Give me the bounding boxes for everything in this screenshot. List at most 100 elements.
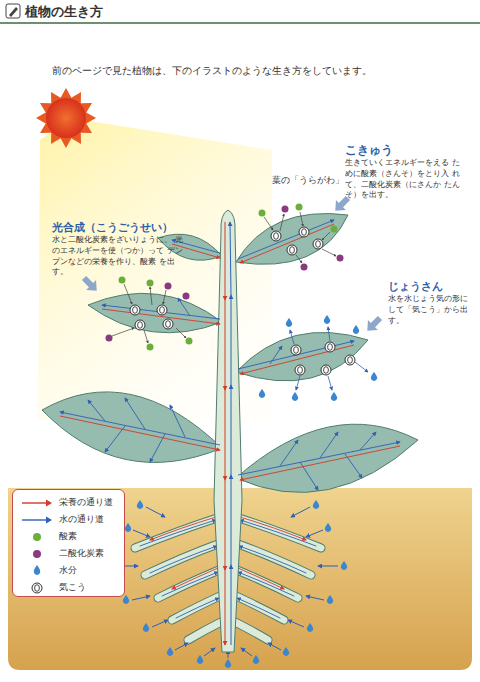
transpiration-water xyxy=(331,392,337,401)
roots xyxy=(237,570,298,598)
roots xyxy=(158,570,219,598)
legend-line xyxy=(22,502,48,503)
leaf-veins xyxy=(238,341,354,369)
soil-water xyxy=(123,595,129,604)
roots xyxy=(188,622,221,640)
roots xyxy=(238,568,284,589)
callout-body: 水を水じょう気の形に して「気こう」から出す。 xyxy=(388,294,476,326)
respiration-gas xyxy=(300,212,303,226)
roots xyxy=(240,517,306,540)
soil-water xyxy=(253,655,259,664)
roots xyxy=(239,518,321,548)
callout-arrows xyxy=(362,313,385,336)
leaf-veins xyxy=(320,432,338,458)
transpiration-water xyxy=(355,362,368,372)
soil-water xyxy=(132,596,150,600)
legend-text: 二酸化炭素 xyxy=(59,548,104,560)
legend-stoma xyxy=(35,585,40,592)
roots xyxy=(237,598,280,618)
transpiration-water xyxy=(324,315,330,324)
legend-line xyxy=(22,519,48,520)
leaf-underside-label: 葉の「うらがわ」 xyxy=(272,175,352,186)
transpiration-water xyxy=(345,355,355,365)
photosynthesis-gas xyxy=(124,284,132,304)
legend-row: 気こう xyxy=(13,580,124,596)
respiration-gas xyxy=(259,204,344,271)
respiration-gas xyxy=(299,227,309,237)
legend-stoma xyxy=(32,583,42,593)
roots xyxy=(158,570,219,598)
leaf-veins xyxy=(240,224,334,263)
respiration-gas xyxy=(282,206,289,213)
photosynthesis-gas xyxy=(144,330,148,343)
stem xyxy=(231,565,232,645)
sun-light xyxy=(46,98,86,138)
photosynthesis-gas xyxy=(165,283,172,290)
roots xyxy=(172,596,220,620)
leaf-veins xyxy=(240,345,354,374)
respiration-gas xyxy=(296,204,303,211)
legend-dot xyxy=(33,533,41,541)
transpiration-water xyxy=(290,327,368,390)
leaves xyxy=(236,214,348,265)
legend-arrowhead xyxy=(46,517,52,524)
leaf-veins xyxy=(88,400,105,421)
stem xyxy=(230,222,231,295)
transpiration-water xyxy=(291,345,301,355)
legend-swatch xyxy=(19,563,55,579)
stem xyxy=(214,210,242,652)
transpiration-water xyxy=(325,342,335,352)
roots xyxy=(145,544,218,575)
leaves xyxy=(42,392,222,463)
respiration-gas xyxy=(287,245,297,255)
legend-swatch xyxy=(19,580,55,596)
photosynthesis-gas xyxy=(176,328,186,338)
roots xyxy=(150,546,217,573)
respiration-gas xyxy=(322,249,336,256)
leaf-veins xyxy=(238,220,334,259)
photosynthesis-gas xyxy=(163,290,166,304)
leaf-veins xyxy=(240,446,400,480)
roots xyxy=(239,546,306,573)
stem xyxy=(225,480,226,570)
soil-water xyxy=(133,530,150,537)
legend-text: 気こう xyxy=(59,582,86,594)
legend-arrowhead xyxy=(46,500,52,507)
roots xyxy=(172,596,220,620)
callout-body: 水と二酸化炭素をざいりょうに、 光のエネルギーを使（つか）って デンプンなどの栄… xyxy=(52,235,190,278)
leaf-veins xyxy=(125,398,145,429)
transpiration-water xyxy=(353,325,359,334)
soil-water xyxy=(341,561,347,570)
roots xyxy=(172,568,218,589)
leaves xyxy=(236,424,418,492)
respiration-gas xyxy=(301,264,308,271)
respiration-gas xyxy=(313,239,323,249)
photosynthesis-gas xyxy=(183,293,190,300)
stem xyxy=(225,570,226,645)
photosynthesis-gas xyxy=(157,305,167,315)
roots xyxy=(235,622,268,640)
transpiration-water xyxy=(328,376,332,390)
respiration-gas xyxy=(264,212,336,263)
transpiration-water xyxy=(321,365,331,375)
legend-text: 酸素 xyxy=(59,531,77,543)
soil-water xyxy=(204,648,215,656)
soil-water xyxy=(307,623,313,632)
soil-water xyxy=(225,659,231,668)
roots xyxy=(239,518,321,548)
respiration-gas xyxy=(259,210,266,217)
photosynthesis-gas xyxy=(106,335,113,342)
roots xyxy=(150,517,216,540)
roots xyxy=(237,570,298,598)
roots xyxy=(238,544,311,575)
photosynthesis-gas xyxy=(112,328,134,336)
leaves xyxy=(236,332,368,381)
photosynthesis-gas xyxy=(186,338,193,345)
callout-arrows xyxy=(79,273,102,296)
soil-water xyxy=(313,500,319,509)
transpiration-water xyxy=(259,389,265,398)
soil-water xyxy=(175,643,188,650)
photosynthesis-gas xyxy=(135,320,145,330)
callout-heading: 光合成（こうごうせい） xyxy=(52,220,182,234)
